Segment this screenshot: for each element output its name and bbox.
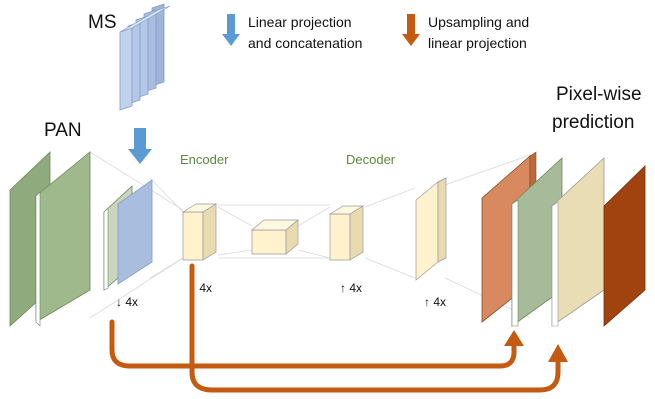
legend-upsampling-line2: linear projection [428,35,527,51]
encoder-block-1 [181,203,218,261]
pan-image [9,151,91,327]
concat-feature-block [103,179,153,291]
scale-enc2: ↓ 4x [190,281,212,295]
skip-connection-1 [109,319,517,369]
bottleneck-block [251,219,299,255]
scale-dec1: ↑ 4x [340,281,362,295]
legend-upsampling-line1: Upsampling and [428,14,529,30]
skip-arrowhead-1 [504,330,524,346]
skip-connection-2 [189,263,561,393]
scale-enc1: ↓ 4x [116,295,138,309]
legend-linear-icon [222,14,240,46]
decoder-block-2 [415,177,447,281]
encoder-label: Encoder [180,152,229,167]
pan-label: PAN [44,120,82,141]
ms-to-encoder-arrow [128,128,152,164]
legend-upsampling-icon [402,14,420,46]
connector-lines [89,151,531,319]
decoder-block-1 [328,205,365,261]
legend-linear-line1: Linear projection [248,14,352,30]
ms-label: MS [88,12,117,33]
decoder-label: Decoder [346,152,396,167]
prediction-label-line2: prediction [552,112,634,133]
scale-dec2: ↑ 4x [424,295,446,309]
prediction-map [603,165,646,327]
legend-linear-line2: and concatenation [248,35,362,51]
prediction-label-line1: Pixel-wise [556,84,642,105]
skip-arrowhead-2 [548,344,568,362]
ms-image-stack [119,3,171,111]
output-stack [481,151,605,327]
